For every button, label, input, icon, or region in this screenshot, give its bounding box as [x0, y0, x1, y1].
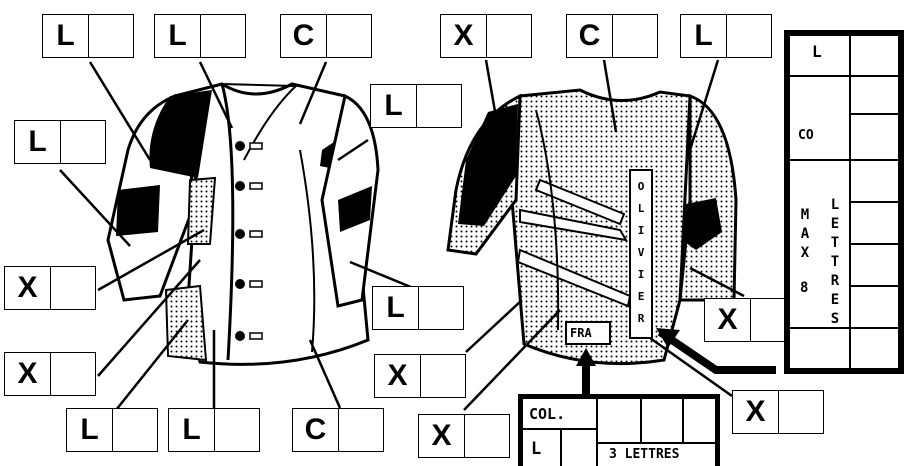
code-letter: C: [281, 15, 327, 57]
country-code-letter: L: [531, 439, 541, 459]
code-box-front-elbow: L: [14, 120, 106, 164]
code-box-back-body: C: [566, 14, 658, 58]
code-box-front-shoulder: L: [42, 14, 134, 58]
code-letter: X: [5, 267, 51, 309]
code-letter: L: [681, 15, 727, 57]
code-box-back-sleeve: X: [440, 14, 532, 58]
code-letter: C: [567, 15, 613, 57]
code-box-front-placket: L: [168, 408, 260, 452]
letters-letter: S: [831, 310, 839, 329]
code-box-front-body: C: [280, 14, 372, 58]
code-letter: C: [293, 409, 339, 451]
code-box-back-side: X: [374, 354, 466, 398]
name-panel-max-number: 8: [800, 280, 808, 296]
code-letter: L: [373, 287, 419, 329]
code-letter: X: [441, 15, 487, 57]
code-letter: L: [43, 15, 89, 57]
name-panel-max-word: M A X: [798, 206, 812, 263]
country-col-label: COL.: [529, 405, 565, 423]
letters-letter: T: [831, 234, 839, 253]
country-letters-label: 3 LETTRES: [609, 447, 679, 462]
code-box-back-hem: X: [732, 390, 824, 434]
letters-letter: R: [831, 272, 839, 291]
code-letter: L: [371, 85, 417, 127]
code-box-front-right-elbow: L: [372, 286, 464, 330]
code-box-front-lower-panel: X: [4, 352, 96, 396]
code-box-back-right-sleeve: L: [680, 14, 772, 58]
code-letter: L: [169, 409, 215, 451]
name-panel: L CO M A X 8 L E T T R E S: [784, 30, 904, 374]
code-letter: X: [733, 391, 779, 433]
code-box-back-sleeve-pad: X: [704, 298, 796, 342]
code-box-front-collar: L: [154, 14, 246, 58]
name-panel-grid: [790, 36, 898, 368]
code-letter: L: [15, 121, 61, 163]
country-panel: COL. L 3 LETTRES: [518, 394, 720, 466]
name-panel-letters-word: L E T T R E S: [828, 196, 842, 329]
code-letter: X: [375, 355, 421, 397]
code-box-front-pocket: L: [66, 408, 158, 452]
name-panel-color-code: CO: [798, 128, 814, 143]
code-box-front-hem: C: [292, 408, 384, 452]
code-box-front-side-panel: X: [4, 266, 96, 310]
code-letter: X: [419, 415, 465, 457]
code-letter: L: [155, 15, 201, 57]
code-box-back-lower: X: [418, 414, 510, 458]
max-letter: X: [801, 244, 809, 263]
code-letter: L: [67, 409, 113, 451]
code-box-front-sleeve-patch: L: [370, 84, 462, 128]
code-letter: X: [5, 353, 51, 395]
max-letter: M: [801, 206, 809, 225]
letters-letter: E: [831, 215, 839, 234]
code-letter: X: [705, 299, 751, 341]
letters-letter: L: [831, 196, 839, 215]
letters-letter: T: [831, 253, 839, 272]
letters-letter: E: [831, 291, 839, 310]
max-letter: A: [801, 225, 809, 244]
name-panel-top-code: L: [812, 42, 822, 61]
